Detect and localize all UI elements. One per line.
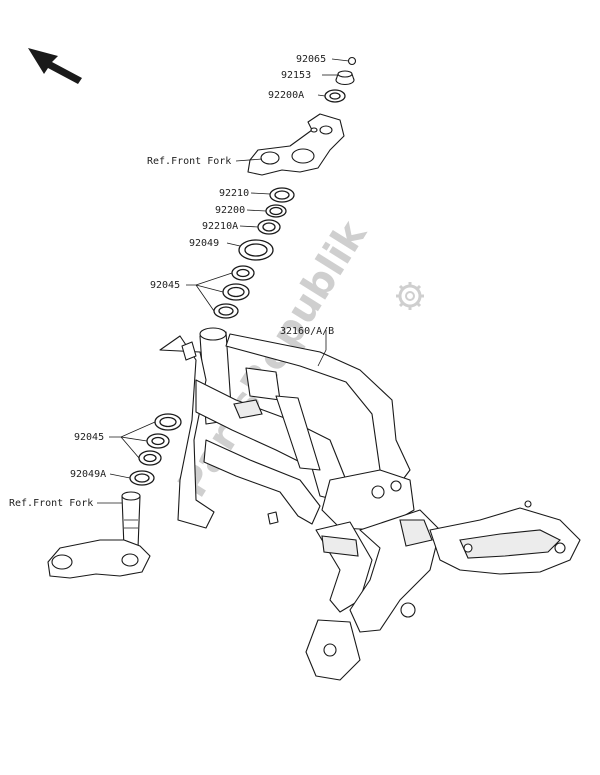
washer-92200A [324, 89, 346, 103]
label-ref-front-fork-bottom: Ref.Front Fork [9, 498, 93, 509]
bearing-92045-upper-b [222, 283, 250, 301]
label-92049: 92049 [189, 238, 219, 249]
locknut-92210 [269, 187, 295, 203]
part-labels: 92065 92153 92200A Ref.Front Fork 92210 … [9, 54, 334, 509]
seal-92049 [238, 239, 274, 261]
label-ref-front-fork-top: Ref.Front Fork [147, 156, 231, 167]
bearing-92045-lower-c [138, 450, 162, 466]
label-92153: 92153 [281, 70, 311, 81]
locknut-92210A [257, 219, 281, 235]
upper-triple-clamp [247, 113, 345, 176]
leader-lines [97, 58, 350, 504]
steering-stem-lower-clamp [47, 491, 151, 579]
cap-92065 [347, 56, 357, 66]
front-direction-arrow-icon [28, 48, 82, 84]
label-92045-bottom: 92045 [74, 432, 104, 443]
bearing-92045-lower-b [146, 433, 170, 449]
gear-icon [396, 282, 424, 310]
label-92200: 92200 [215, 205, 245, 216]
main-frame [159, 327, 581, 681]
label-92210: 92210 [219, 188, 249, 199]
nut-92153 [335, 70, 355, 86]
bearing-92045-upper-a [231, 265, 255, 281]
label-92045-top: 92045 [150, 280, 180, 291]
label-32160: 32160/A/B [280, 326, 334, 337]
label-92210A: 92210A [202, 221, 238, 232]
washer-92200 [265, 204, 287, 218]
bearing-92045-lower-a [154, 413, 182, 431]
label-92049A: 92049A [70, 469, 106, 480]
label-92065: 92065 [296, 54, 326, 65]
seal-92049A [129, 470, 155, 486]
bearing-92045-upper-c [213, 303, 239, 319]
label-92200A: 92200A [268, 90, 304, 101]
